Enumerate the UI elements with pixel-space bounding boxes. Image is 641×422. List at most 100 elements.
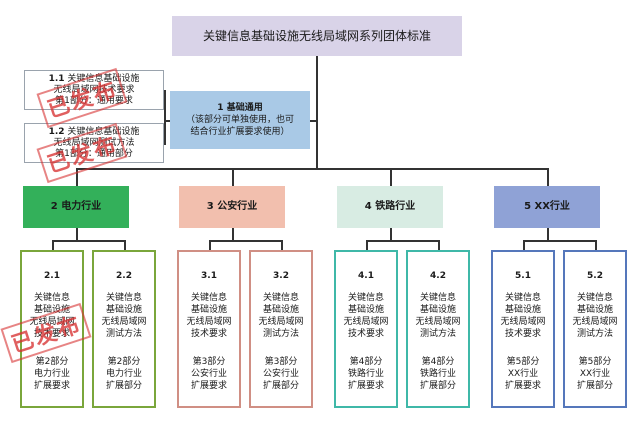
connector-drop-3: [232, 168, 234, 186]
base-general-note-2: 结合行业扩展要求使用）: [190, 127, 290, 137]
connector-leaves-4: [366, 240, 439, 242]
leaf-part: 扩展部分: [419, 381, 456, 391]
leaf-text: 基础设施: [33, 305, 70, 315]
sub-box-text: 无线局域网测试方法: [53, 137, 135, 148]
leaf-text: 基础设施: [262, 305, 299, 315]
leaf-text: 关键信息: [105, 293, 142, 303]
connector-leaf-5-2: [595, 240, 597, 250]
leaf-part: 扩展要求: [504, 381, 541, 391]
leaf-text: 测试方法: [262, 329, 299, 339]
base-general-title: 1 基础通用: [217, 103, 263, 113]
connector-leaf-2-2: [124, 240, 126, 250]
leaf-part: 第4部分: [421, 357, 455, 367]
connector-section-3-leaves: [232, 228, 234, 240]
leaf-part: 铁路行业: [419, 369, 456, 379]
leaf-text: 无线局域网: [415, 317, 461, 327]
leaf-part: 扩展部分: [105, 381, 142, 391]
leaf-text: 基础设施: [347, 305, 384, 315]
sub-box-line: 1.1 关键信息基础设施: [49, 74, 140, 85]
connector-subs-vertical: [164, 90, 166, 145]
leaf-text: 关键信息: [33, 293, 70, 303]
sub-box-line: 1.2 关键信息基础设施: [49, 127, 140, 138]
leaf-text: 关键信息: [190, 293, 227, 303]
sub-box-number: 1.2: [48, 126, 65, 137]
leaf-number: 2.2: [116, 271, 132, 281]
connector-leaves-3: [209, 240, 282, 242]
leaf-part: 电力行业: [105, 369, 142, 379]
leaf-part: 扩展要求: [347, 381, 384, 391]
connector-section-5-leaves: [547, 228, 549, 240]
section-label: 3 公安行业: [206, 201, 258, 212]
connector-drop-2: [76, 168, 78, 186]
sub-box-text: 无线局域网技术要求: [53, 84, 135, 95]
connector-leaf-4-1: [366, 240, 368, 250]
root-standard-box: 关键信息基础设施无线局域网系列团体标准: [172, 16, 462, 56]
connector-leaf-5-1: [523, 240, 525, 250]
root-standard-label: 关键信息基础设施无线局域网系列团体标准: [202, 29, 431, 43]
leaf-part: 铁路行业: [347, 369, 384, 379]
leaf-number: 3.1: [201, 271, 217, 281]
sub-box-text: 关键信息基础设施: [67, 73, 140, 84]
sub-box-1-1: 1.1 关键信息基础设施 无线局域网技术要求 第1部分：通用要求: [24, 70, 164, 110]
leaf-number: 3.2: [273, 271, 289, 281]
connector-drop-5: [547, 168, 549, 186]
leaf-number: 5.1: [515, 271, 531, 281]
connector-trunk: [316, 56, 318, 168]
leaf-part: 电力行业: [33, 369, 70, 379]
leaf-number: 5.2: [587, 271, 603, 281]
leaf-text: 测试方法: [419, 329, 456, 339]
leaf-part: 第2部分: [35, 357, 69, 367]
leaf-part: 公安行业: [262, 369, 299, 379]
section-railway: 4 铁路行业: [337, 186, 443, 228]
sub-box-text: 关键信息基础设施: [67, 126, 140, 137]
connector-leaves-5: [523, 240, 596, 242]
leaf-text: 关键信息: [419, 293, 456, 303]
leaf-text: 无线局域网: [343, 317, 389, 327]
leaf-part: 第4部分: [349, 357, 383, 367]
connector-leaves-2: [52, 240, 125, 242]
connector-base: [310, 120, 317, 122]
leaf-text: 基础设施: [190, 305, 227, 315]
connector-section-4-leaves: [390, 228, 392, 240]
section-xx: 5 XX行业: [494, 186, 600, 228]
leaf-text: 无线局域网: [572, 317, 618, 327]
leaf-part: 第3部分: [192, 357, 226, 367]
sub-box-text: 第1部分：通用要求: [55, 95, 133, 106]
leaf-part: 第5部分: [578, 357, 612, 367]
leaf-part: 第2部分: [107, 357, 141, 367]
leaf-text: 无线局域网: [258, 317, 304, 327]
section-label: 5 XX行业: [524, 201, 570, 212]
leaf-text: 基础设施: [576, 305, 613, 315]
leaf-number: 2.1: [44, 271, 60, 281]
leaf-text: 关键信息: [504, 293, 541, 303]
section-electric: 2 电力行业: [23, 186, 129, 228]
connector-leaf-3-1: [209, 240, 211, 250]
leaf-part: 第3部分: [264, 357, 298, 367]
leaf-part: 公安行业: [190, 369, 227, 379]
connector-base-subs: [164, 120, 170, 122]
section-label: 4 铁路行业: [364, 201, 416, 212]
leaf-part: 第5部分: [506, 357, 540, 367]
leaf-text: 基础设施: [105, 305, 142, 315]
leaf-number: 4.2: [430, 271, 446, 281]
leaf-text: 技术要求: [504, 329, 541, 339]
leaf-text: 技术要求: [190, 329, 227, 339]
leaf-text: 关键信息: [347, 293, 384, 303]
leaf-text: 测试方法: [576, 329, 613, 339]
leaf-text: 技术要求: [347, 329, 384, 339]
section-label: 2 电力行业: [50, 201, 102, 212]
connector-leaf-3-2: [281, 240, 283, 250]
leaf-part: 扩展要求: [33, 381, 70, 391]
leaf-text: 技术要求: [33, 329, 70, 339]
leaf-part: XX行业: [579, 369, 611, 379]
connector-horizontal-bus: [76, 168, 549, 170]
connector-drop-4: [390, 168, 392, 186]
connector-leaf-4-2: [438, 240, 440, 250]
